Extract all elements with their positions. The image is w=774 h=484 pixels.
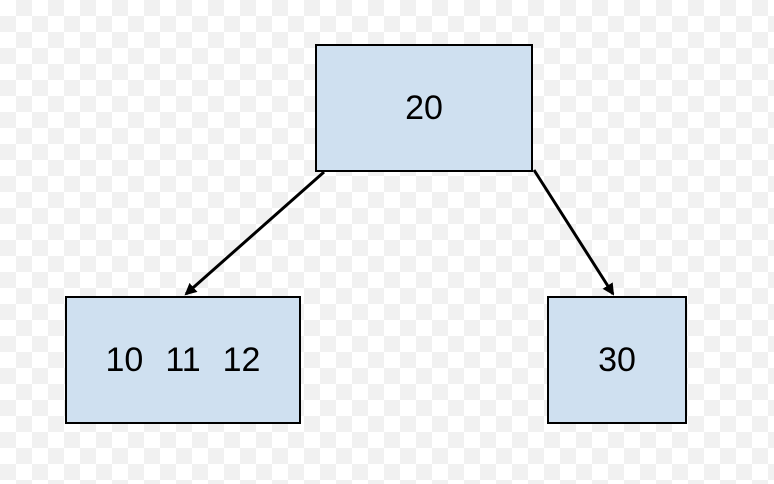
node-keys: 30	[598, 341, 636, 380]
node-keys: 10 11 12	[106, 341, 261, 380]
node-keys: 20	[405, 89, 443, 128]
node-key: 20	[405, 88, 443, 127]
tree-node-root: 20	[315, 44, 533, 172]
edge-root-to-left	[184, 170, 325, 296]
edge-root-to-right	[532, 169, 615, 296]
tree-node-right-child: 30	[547, 296, 687, 424]
node-key: 11	[165, 340, 201, 379]
tree-node-left-child: 10 11 12	[65, 296, 301, 424]
node-key: 12	[222, 340, 261, 379]
node-key: 30	[598, 340, 636, 379]
node-key: 10	[105, 340, 144, 379]
